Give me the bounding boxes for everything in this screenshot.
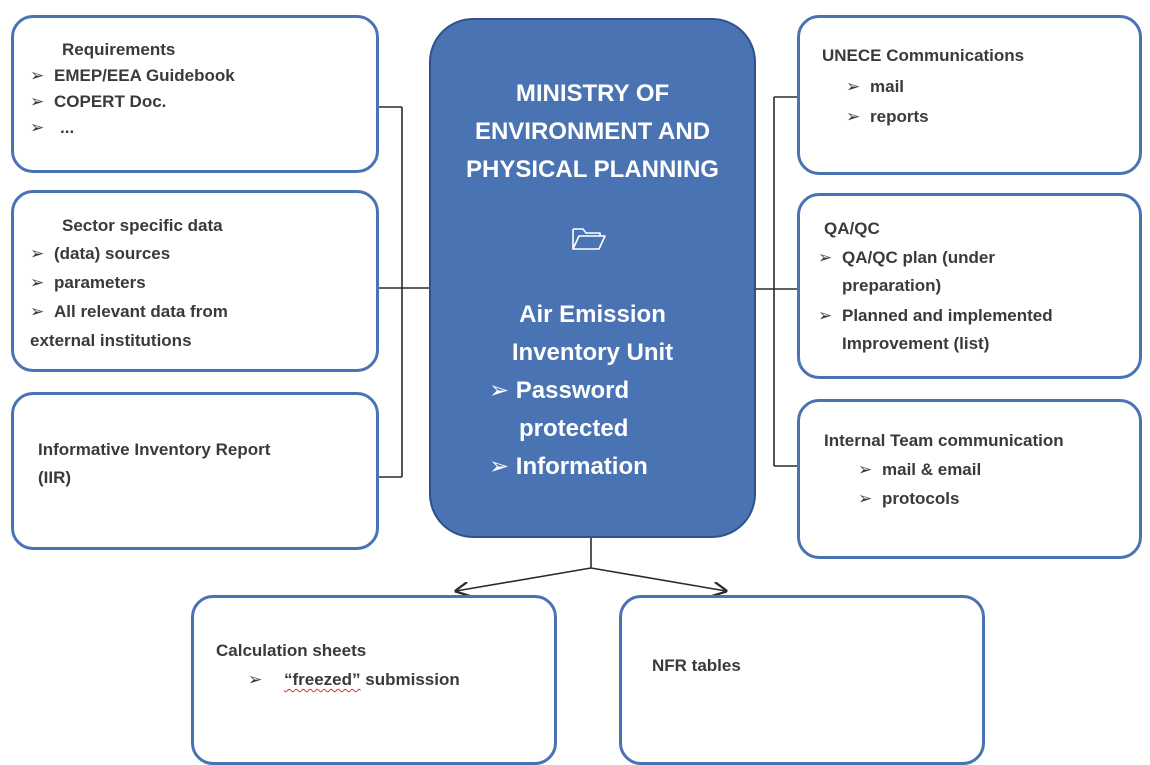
qaqc-title: QA/QC	[824, 219, 880, 238]
requirements-box: Requirements ➢EMEP/EEA Guidebook ➢COPERT…	[11, 15, 379, 173]
arrow-bullet-icon: ➢	[818, 248, 833, 267]
spellcheck-underlined-word: “freezed”	[284, 670, 361, 689]
qaqc-item-continuation: Improvement (list)	[842, 334, 990, 353]
arrow-bullet-icon: ➢	[248, 670, 263, 689]
qaqc-item: ➢Planned and implemented	[818, 303, 1053, 329]
sector-data-box: Sector specific data ➢(data) sources ➢pa…	[11, 190, 379, 372]
arrow-bullet-icon: ➢	[846, 77, 861, 96]
arrow-bullet-icon: ➢	[30, 118, 45, 137]
ministry-central-box: MINISTRY OF ENVIRONMENT AND PHYSICAL PLA…	[429, 18, 756, 538]
arrow-bullet-icon: ➢	[30, 92, 45, 111]
arrow-bullet-icon: ➢	[30, 244, 45, 263]
arrow-bullet-icon: ➢	[30, 302, 45, 321]
internal-item: ➢protocols	[858, 486, 959, 512]
internal-item: ➢mail & email	[858, 457, 981, 483]
arrow-bullet-icon: ➢	[489, 453, 510, 480]
arrow-bullet-icon: ➢	[818, 306, 833, 325]
unece-item: ➢mail	[846, 74, 904, 100]
central-unit-line: Air Emission	[519, 301, 666, 328]
nfr-title: NFR tables	[652, 656, 741, 675]
calc-item: ➢“freezed” submission	[248, 667, 460, 693]
unece-item: ➢reports	[846, 104, 929, 130]
qaqc-box: QA/QC ➢QA/QC plan (under preparation) ➢P…	[797, 193, 1142, 379]
arrow-bullet-icon: ➢	[30, 273, 45, 292]
calc-title: Calculation sheets	[216, 641, 367, 660]
unece-box: UNECE Communications ➢mail ➢reports	[797, 15, 1142, 175]
requirements-item: ➢EMEP/EEA Guidebook	[30, 63, 235, 89]
arrow-bullet-icon: ➢	[858, 489, 873, 508]
sector-item: ➢parameters	[30, 270, 146, 296]
qaqc-item-continuation: preparation)	[842, 276, 942, 295]
sector-title: Sector specific data	[62, 216, 223, 235]
connector-lines	[377, 96, 798, 747]
arrow-bullet-icon: ➢	[30, 66, 45, 85]
arrow-bullet-icon: ➢	[858, 460, 873, 479]
iir-line: Informative Inventory Report	[38, 440, 271, 459]
iir-box: Informative Inventory Report (IIR)	[11, 392, 379, 550]
central-bullet-continuation: protected	[519, 415, 629, 442]
internal-communication-box: Internal Team communication ➢mail & emai…	[797, 399, 1142, 559]
sector-item: ➢(data) sources	[30, 241, 170, 267]
central-title-line: PHYSICAL PLANNING	[466, 156, 719, 183]
internal-title: Internal Team communication	[824, 431, 1064, 450]
qaqc-item: ➢QA/QC plan (under	[818, 245, 995, 271]
unece-title: UNECE Communications	[822, 46, 1025, 65]
arrow-bullet-icon: ➢	[489, 377, 510, 404]
requirements-item: ➢...	[30, 115, 74, 141]
folder-open-icon	[571, 226, 607, 257]
nfr-tables-box: NFR tables	[619, 595, 985, 765]
requirements-title: Requirements	[62, 40, 176, 59]
iir-line: (IIR)	[38, 468, 72, 487]
sector-item-continuation: external institutions	[30, 331, 192, 350]
central-bullet: ➢ Password	[489, 377, 630, 404]
calculation-sheets-box: Calculation sheets ➢“freezed” submission	[191, 595, 557, 765]
central-title-line: MINISTRY OF	[515, 80, 670, 107]
central-bullet: ➢ Information	[489, 453, 648, 480]
sector-item: ➢All relevant data from	[30, 299, 228, 325]
central-unit-line: Inventory Unit	[511, 339, 674, 366]
arrow-bullet-icon: ➢	[846, 107, 861, 126]
requirements-item: ➢COPERT Doc.	[30, 89, 166, 115]
central-title-line: ENVIRONMENT AND	[474, 118, 711, 145]
